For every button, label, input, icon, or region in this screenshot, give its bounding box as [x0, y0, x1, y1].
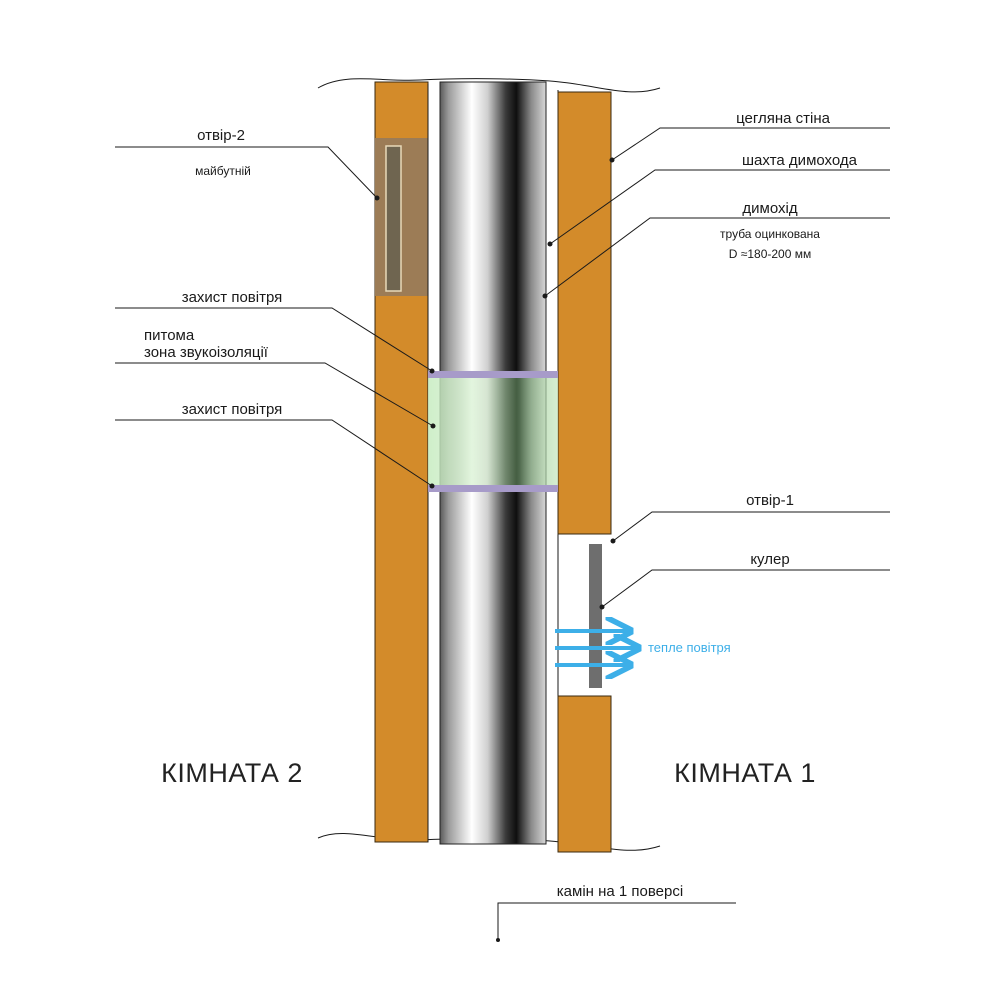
label-opening-1: отвір-1 [746, 492, 794, 509]
label-opening-2: отвір-2 [197, 127, 245, 144]
leader-dot-cooler [599, 604, 605, 610]
leader-chimney-shaft [549, 169, 890, 245]
leader-fireplace [497, 902, 736, 938]
leader-brick-wall [611, 127, 890, 161]
brick-wall-right-upper [557, 91, 612, 535]
leader-dot-opening-2 [374, 195, 380, 201]
leader-opening-1 [612, 511, 890, 542]
leader-opening-2 [115, 146, 378, 199]
label-brick-wall: цегляна стіна [736, 110, 831, 127]
leader-sound-zone [115, 362, 434, 427]
air-protection-band-bottom [428, 485, 558, 492]
leader-air-protection-top [115, 307, 433, 372]
sound-insulation-zone [428, 378, 558, 485]
opening-2-slot [385, 145, 402, 292]
label-air-protection-top: захист повітря [182, 289, 283, 306]
label-opening-2-sub: майбутній [195, 164, 251, 178]
brick-wall-right-lower [557, 695, 612, 853]
leader-dot-chimney [542, 293, 548, 299]
label-chimney: димохід [742, 200, 797, 217]
label-sound-zone-1: питома [144, 327, 195, 344]
label-chimney-shaft: шахта димохода [742, 152, 858, 169]
leader-chimney [544, 217, 890, 297]
leader-cooler [601, 569, 890, 608]
break-line-top [317, 78, 661, 93]
leader-dot-opening-1 [610, 538, 616, 544]
leader-dot-chimney-shaft [547, 241, 553, 247]
leader-air-protection-bottom [115, 419, 433, 487]
leader-dot-brick-wall [609, 157, 615, 163]
label-sound-zone-2: зона звукоізоляції [144, 344, 269, 361]
label-room-1: КІМНАТА 1 [674, 758, 816, 788]
air-protection-band-top [428, 371, 558, 378]
label-fireplace: камін на 1 поверсі [557, 883, 683, 900]
leader-dot-fireplace [496, 938, 500, 942]
label-cooler: кулер [750, 551, 789, 568]
arrow-right-icon [555, 631, 636, 665]
leader-dot-sound-zone [430, 423, 436, 429]
label-pipe-desc-1: труба оцинкована [720, 227, 820, 241]
label-air-protection-bottom: захист повітря [182, 401, 283, 418]
label-room-2: КІМНАТА 2 [161, 758, 303, 788]
cooler [589, 544, 602, 688]
leader-dot-air-protection-bottom [429, 483, 435, 489]
label-pipe-desc-2: D ≈180-200 мм [729, 247, 811, 261]
label-warm-air: тепле повітря [648, 640, 731, 655]
leader-dot-air-protection-top [429, 368, 435, 374]
